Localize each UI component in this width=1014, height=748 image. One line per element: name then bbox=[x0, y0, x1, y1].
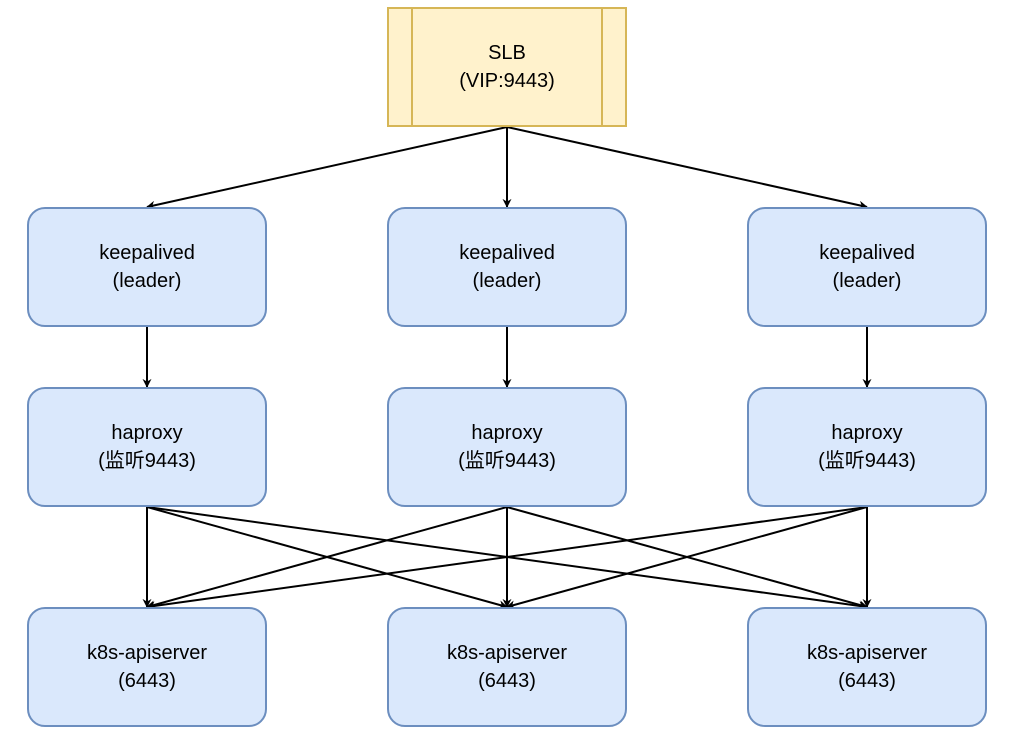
keepalived-node-2: keepalived (leader) bbox=[387, 207, 627, 327]
haproxy-label: haproxy bbox=[471, 422, 543, 444]
apiserver-port: (6443) bbox=[118, 670, 176, 692]
slb-node: SLB (VIP:9443) bbox=[387, 7, 627, 127]
apiserver-port: (6443) bbox=[838, 670, 896, 692]
apiserver-port: (6443) bbox=[478, 670, 536, 692]
haproxy-port: (监听9443) bbox=[458, 450, 556, 472]
keepalived-label: keepalived bbox=[819, 242, 915, 264]
edge-haproxy-2-to-apiserver-1 bbox=[506, 506, 868, 610]
slb-left-rail bbox=[411, 9, 413, 125]
edge-haproxy-1-to-apiserver-0 bbox=[146, 506, 508, 610]
keepalived-node-3: keepalived (leader) bbox=[747, 207, 987, 327]
keepalived-role: (leader) bbox=[472, 270, 542, 292]
haproxy-node-3: haproxy (监听9443) bbox=[747, 387, 987, 507]
edge-slb-to-keepalived-2 bbox=[506, 126, 868, 210]
apiserver-node-1: k8s-apiserver (6443) bbox=[27, 607, 267, 727]
edge-slb-to-keepalived-0 bbox=[146, 126, 508, 210]
apiserver-label: k8s-apiserver bbox=[806, 642, 928, 664]
apiserver-node-2: k8s-apiserver (6443) bbox=[387, 607, 627, 727]
haproxy-node-1: haproxy (监听9443) bbox=[27, 387, 267, 507]
haproxy-node-2: haproxy (监听9443) bbox=[387, 387, 627, 507]
keepalived-role: (leader) bbox=[832, 270, 902, 292]
haproxy-port: (监听9443) bbox=[98, 450, 196, 472]
haproxy-label: haproxy bbox=[831, 422, 903, 444]
apiserver-label: k8s-apiserver bbox=[86, 642, 208, 664]
slb-right-rail bbox=[601, 9, 603, 125]
keepalived-label: keepalived bbox=[99, 242, 195, 264]
haproxy-label: haproxy bbox=[111, 422, 183, 444]
slb-vip: (VIP:9443) bbox=[459, 70, 555, 92]
keepalived-role: (leader) bbox=[112, 270, 182, 292]
keepalived-label: keepalived bbox=[459, 242, 555, 264]
apiserver-node-3: k8s-apiserver (6443) bbox=[747, 607, 987, 727]
edge-haproxy-2-to-apiserver-0 bbox=[146, 506, 868, 611]
apiserver-label: k8s-apiserver bbox=[446, 642, 568, 664]
haproxy-port: (监听9443) bbox=[818, 450, 916, 472]
slb-title: SLB bbox=[488, 42, 526, 64]
keepalived-node-1: keepalived (leader) bbox=[27, 207, 267, 327]
